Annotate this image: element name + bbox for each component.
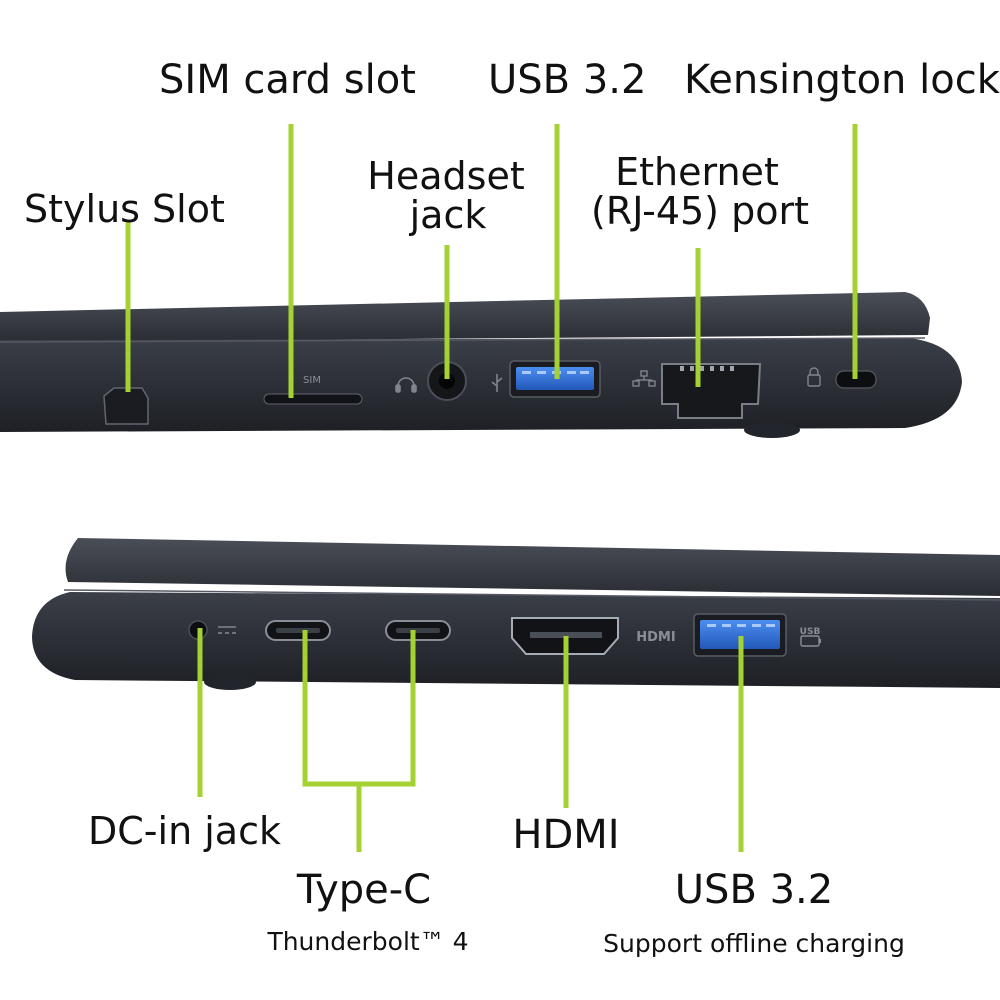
label-usb-bottom: USB 3.2 <box>674 867 834 913</box>
label-stylus-slot: Stylus Slot <box>24 187 225 231</box>
usb-icon <box>491 374 503 392</box>
label-ethernet-line1: Ethernet <box>615 150 779 194</box>
lock-icon <box>807 367 821 387</box>
bottom-callout-lines <box>197 628 744 852</box>
ethernet-port <box>661 363 762 419</box>
label-kensington-lock: Kensington lock <box>684 57 1000 103</box>
label-sim-card-slot: SIM card slot <box>159 57 416 103</box>
label-thunderbolt: Thunderbolt™ 4 <box>267 927 469 956</box>
label-headset-jack-line2: jack <box>409 193 487 237</box>
top-laptop-side: SIM <box>0 292 962 438</box>
hdmi-marking: HDMI <box>636 630 675 645</box>
top-lid <box>0 292 930 342</box>
headset-icon <box>395 377 417 393</box>
bottom-lid <box>65 538 1000 596</box>
network-icon <box>632 370 656 387</box>
label-headset-jack-line1: Headset <box>367 154 525 198</box>
bottom-laptop-side: HDMI USB <box>32 538 1000 690</box>
svg-text:USB: USB <box>800 627 821 637</box>
dc-power-icon <box>218 626 236 634</box>
label-type-c: Type-C <box>296 867 432 913</box>
sim-marking: SIM <box>303 375 321 386</box>
top-callout-lines <box>125 124 858 398</box>
label-hdmi: HDMI <box>512 812 620 858</box>
sim-card-slot <box>263 393 363 405</box>
stylus-slot <box>103 387 149 425</box>
usb-charge-icon: USB <box>800 627 821 647</box>
label-usb-top: USB 3.2 <box>488 57 647 103</box>
label-ethernet-line2: (RJ-45) port <box>591 189 809 233</box>
label-dc-in-jack: DC-in jack <box>88 809 281 853</box>
label-offline-charging: Support offline charging <box>603 929 905 958</box>
